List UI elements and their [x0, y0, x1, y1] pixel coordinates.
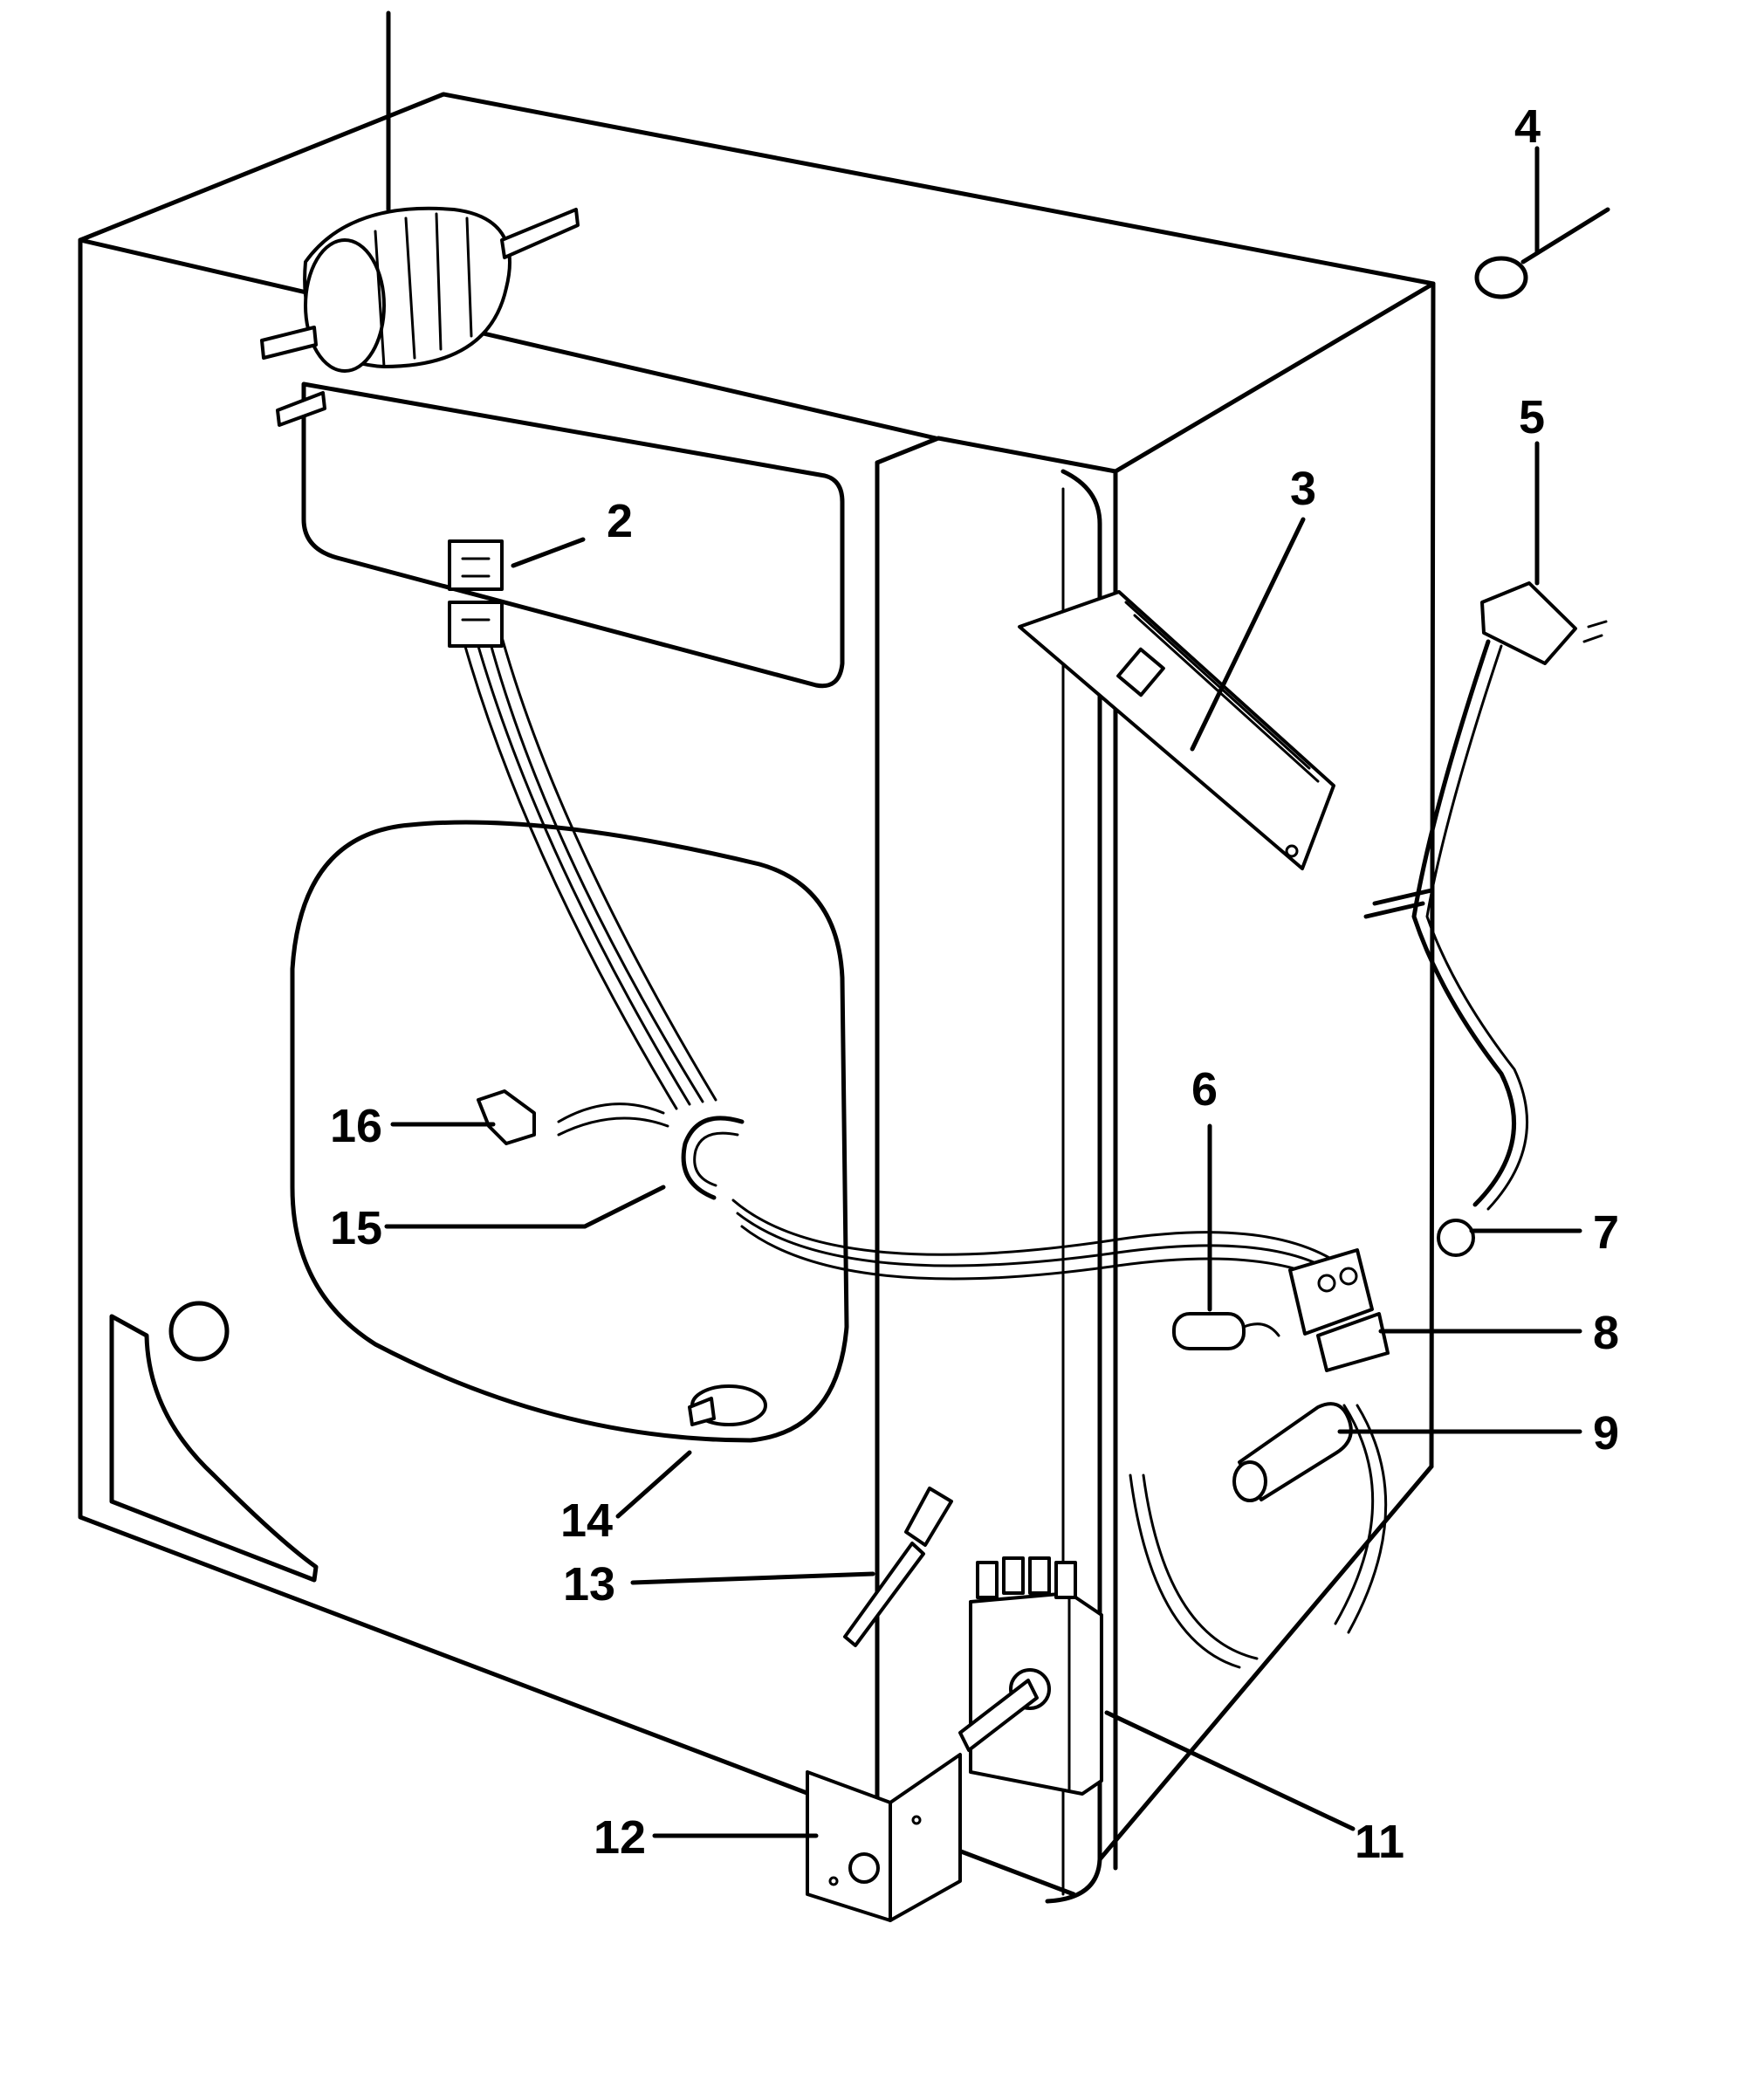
wiring-harness: [461, 635, 1388, 1669]
callout-13: 13: [563, 1558, 615, 1611]
component-15-clamp-ring: [681, 1116, 745, 1200]
callout-2: 2: [607, 495, 633, 547]
component-6-suppressor: [1172, 1312, 1280, 1350]
component-11-selector-switch: [958, 1556, 1103, 1796]
component-7-grommet: [1437, 1219, 1475, 1257]
callout-16: 16: [330, 1100, 382, 1152]
component-14-thermostat: [688, 1384, 767, 1426]
callout-14: 14: [560, 1494, 613, 1547]
callout-9: 9: [1593, 1407, 1619, 1460]
component-9-capacitor: [1232, 1402, 1353, 1502]
motor: [260, 10, 580, 427]
component-16-microswitch: [477, 1089, 536, 1145]
callout-6: 6: [1191, 1063, 1218, 1116]
callout-7: 7: [1593, 1206, 1619, 1259]
callout-15: 15: [330, 1202, 382, 1254]
callout-5: 5: [1519, 391, 1545, 443]
component-8-mains-terminal: [1288, 1248, 1390, 1372]
callout-3: 3: [1290, 463, 1316, 515]
foot-cutout: [109, 1314, 319, 1583]
component-4-ring-terminal: [1474, 207, 1610, 299]
component-3-control-board: [1018, 590, 1335, 870]
vent-hole: [168, 1301, 230, 1362]
component-2-terminal-block: [448, 539, 504, 648]
callout-8: 8: [1593, 1307, 1619, 1359]
rear-access-opening: [290, 820, 849, 1443]
callout-12: 12: [594, 1811, 646, 1864]
top-panel-opening: [301, 381, 845, 689]
callout-labels: 2 3 4 5 6 7 8 9 11 12 13 14 15 16: [330, 100, 1619, 1868]
leader-lines: [384, 146, 1582, 1838]
component-13-probe: [843, 1487, 953, 1647]
component-5-power-cord: [1363, 581, 1608, 1211]
component-12-bracket: [806, 1753, 962, 1922]
callout-11: 11: [1355, 1816, 1404, 1868]
callout-4: 4: [1514, 100, 1541, 153]
cabinet: [78, 92, 1436, 1904]
